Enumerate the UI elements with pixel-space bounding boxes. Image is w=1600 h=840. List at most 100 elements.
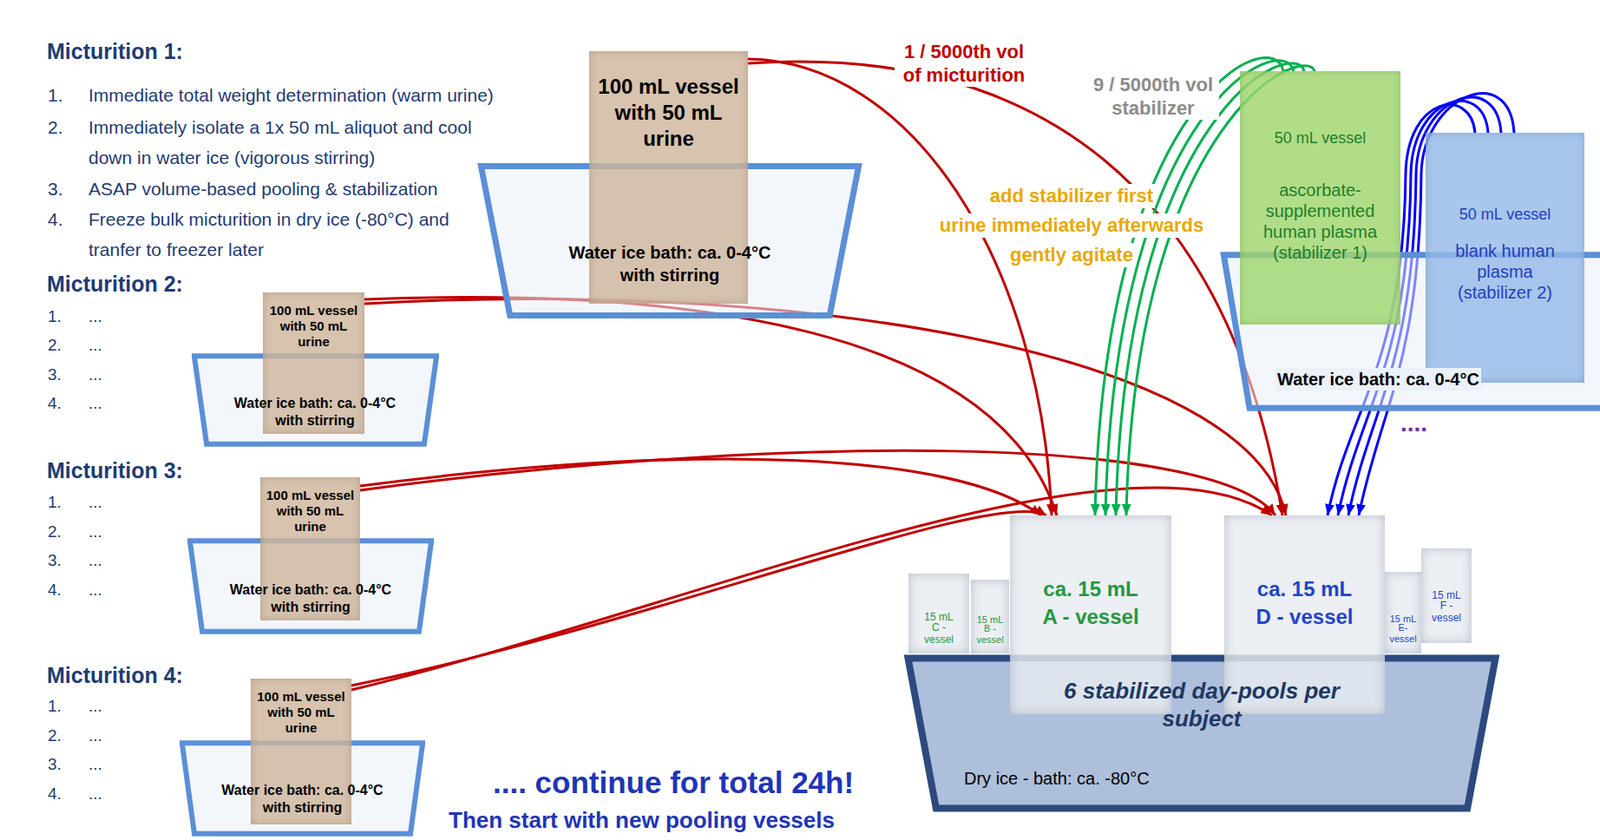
text-slot: 1 / 5000th vol of micturition bbox=[894, 39, 1034, 87]
list-number: 2. bbox=[47, 724, 62, 748]
water-ice-bath: Water ice bath: ca. 0-4°C50 mL vesselasc… bbox=[1219, 249, 1600, 414]
vessel-label: 50 mL vessel bbox=[1274, 128, 1366, 148]
bath-label: Water ice bath: ca. 0-4°C with stirring bbox=[222, 394, 407, 430]
text-slot: Micturition 3: bbox=[46, 457, 184, 484]
vessel-label: blank human plasma (stabilizer 2) bbox=[1449, 240, 1561, 303]
text-slot: Water ice bath: ca. 0-4°C with stirring bbox=[218, 581, 403, 617]
bath-label: Water ice bath: ca. 0-4°C bbox=[1275, 367, 1482, 391]
text-slot: ... bbox=[88, 334, 103, 357]
text-slot: Micturition 4: bbox=[46, 662, 184, 689]
ellipsis-mark: .... bbox=[1398, 411, 1430, 436]
text-slot: ... bbox=[88, 695, 103, 718]
stabilizer-vessel: 50 mL vessel ascorbate-supplemented human… bbox=[1239, 71, 1401, 325]
list-item: ... bbox=[88, 782, 103, 806]
vessel-label: E-vessel bbox=[1387, 622, 1419, 645]
water-ice-bath: Water ice bath: ca. 0-4°C with stirring1… bbox=[179, 740, 426, 837]
text-slot: 4. bbox=[47, 578, 62, 602]
list-number: 1. bbox=[47, 491, 62, 514]
bath-label: Water ice bath: ca. 0-4°C with stirring bbox=[210, 781, 394, 817]
list-number: 4. bbox=[47, 782, 62, 806]
text-slot: 100 mL vessel with 50 mL urine bbox=[263, 302, 364, 350]
list-item: ... bbox=[88, 724, 103, 748]
text-slot: 1. bbox=[47, 79, 64, 111]
text-slot: B - vessel bbox=[974, 622, 1006, 647]
pool-vessel: 15 mLF - vessel bbox=[1421, 548, 1472, 643]
text-slot: .... bbox=[1398, 411, 1430, 436]
instruction-note: add stabilizer first bbox=[988, 183, 1155, 209]
urine-vessel: 100 mL vessel with 50 mL urine bbox=[260, 477, 361, 621]
list-number: 4. bbox=[47, 392, 62, 415]
section-heading: Micturition 3: bbox=[46, 457, 184, 484]
text-slot: ASAP volume-based pooling & stabilizatio… bbox=[88, 173, 438, 204]
vessel-label: B - vessel bbox=[974, 622, 1006, 646]
text-slot: ... bbox=[88, 392, 103, 415]
footer-note: .... continue for total 24h! bbox=[492, 765, 854, 800]
text-slot: 1. bbox=[47, 695, 62, 718]
water-ice-bath: Water ice bath: ca. 0-4°C with stirring1… bbox=[477, 163, 863, 319]
text-slot: 100 mL vessel with 50 mL urine bbox=[250, 688, 352, 736]
list-number: 4. bbox=[47, 203, 64, 235]
vessel-label: 100 mL vessel with 50 mL urine bbox=[263, 302, 364, 350]
vessel-label: 15 mL bbox=[1431, 589, 1461, 602]
list-number: 2. bbox=[47, 520, 62, 544]
text-slot: 2. bbox=[47, 520, 62, 544]
list-number: 2. bbox=[47, 111, 64, 143]
text-slot: ca. 15 mL bbox=[1224, 576, 1385, 603]
list-item: ... bbox=[88, 491, 103, 514]
text-slot: 2. bbox=[47, 724, 62, 748]
stabilizer-vessel: 50 mL vessel blank human plasma (stabiliz… bbox=[1425, 132, 1585, 383]
bath-label: Dry ice - bath: ca. -80°C bbox=[963, 767, 1150, 789]
text-slot: 3. bbox=[47, 363, 62, 387]
connector-arrow bbox=[360, 459, 1042, 516]
list-number: 1. bbox=[47, 695, 62, 718]
text-slot: Immediate total weight determination (wa… bbox=[88, 79, 494, 111]
text-slot: blank human plasma (stabilizer 2) bbox=[1449, 240, 1561, 303]
section-heading: Micturition 2: bbox=[46, 270, 184, 297]
dry-ice-bath: 6 stabilized day-pools per subjectDry ic… bbox=[903, 653, 1501, 814]
text-slot: Then start with new pooling vessels bbox=[448, 806, 835, 833]
text-slot: ascorbate-supplemented human plasma (sta… bbox=[1259, 179, 1381, 263]
text-slot: ... bbox=[88, 491, 103, 514]
vessel-label: F - vessel bbox=[1429, 599, 1464, 624]
vessel-label: 15 mL bbox=[924, 610, 953, 623]
text-slot: Water ice bath: ca. 0-4°C with stirring bbox=[210, 781, 394, 817]
text-slot: D - vessel bbox=[1224, 603, 1385, 630]
text-slot: 9 / 5000th vol stabilizer bbox=[1087, 72, 1220, 120]
text-slot: ... bbox=[88, 724, 103, 748]
pool-vessel: 15 mLE-vessel bbox=[1384, 571, 1422, 654]
vessel-label: ca. 15 mL bbox=[1257, 576, 1352, 603]
list-item: ... bbox=[88, 549, 103, 572]
text-slot: 3. bbox=[47, 173, 64, 204]
vessel-label: D - vessel bbox=[1255, 603, 1353, 630]
list-number: 4. bbox=[47, 578, 62, 602]
text-slot: 3. bbox=[47, 549, 62, 572]
list-item: Freeze bulk micturition in dry ice (-80°… bbox=[88, 203, 462, 265]
text-slot: 1. bbox=[47, 305, 62, 328]
vessel-label: A - vessel bbox=[1042, 603, 1139, 630]
text-slot: F - vessel bbox=[1429, 599, 1464, 625]
list-item: Immediate total weight determination (wa… bbox=[88, 79, 494, 111]
text-slot: 3. bbox=[47, 753, 62, 776]
bath-shape bbox=[908, 658, 1496, 809]
text-slot: ca. 15 mL bbox=[1009, 576, 1172, 603]
pool-vessel: 15 mLB - vessel bbox=[970, 579, 1010, 654]
text-slot: ... bbox=[88, 549, 103, 572]
text-slot: .... continue for total 24h! bbox=[492, 765, 854, 800]
text-slot: E-vessel bbox=[1387, 622, 1419, 646]
text-slot: ... bbox=[88, 782, 103, 806]
list-item: ASAP volume-based pooling & stabilizatio… bbox=[88, 173, 438, 204]
text-slot: Water ice bath: ca. 0-4°C with stirring bbox=[222, 394, 407, 430]
list-item: ... bbox=[88, 578, 103, 602]
text-slot: Freeze bulk micturition in dry ice (-80°… bbox=[88, 203, 462, 265]
text-slot: 50 mL vessel bbox=[1425, 204, 1585, 224]
connector-arrow bbox=[364, 297, 1057, 516]
bath-label: 6 stabilized day-pools per subject bbox=[1050, 676, 1353, 733]
urine-vessel: 100 mL vessel with 50 mL urine bbox=[262, 292, 365, 434]
text-slot: 4. bbox=[47, 203, 64, 235]
list-item: ... bbox=[88, 363, 103, 387]
list-item: ... bbox=[88, 695, 103, 718]
text-slot: ... bbox=[88, 363, 103, 387]
text-slot: ... bbox=[88, 305, 103, 328]
connector-arrow bbox=[360, 450, 1276, 516]
